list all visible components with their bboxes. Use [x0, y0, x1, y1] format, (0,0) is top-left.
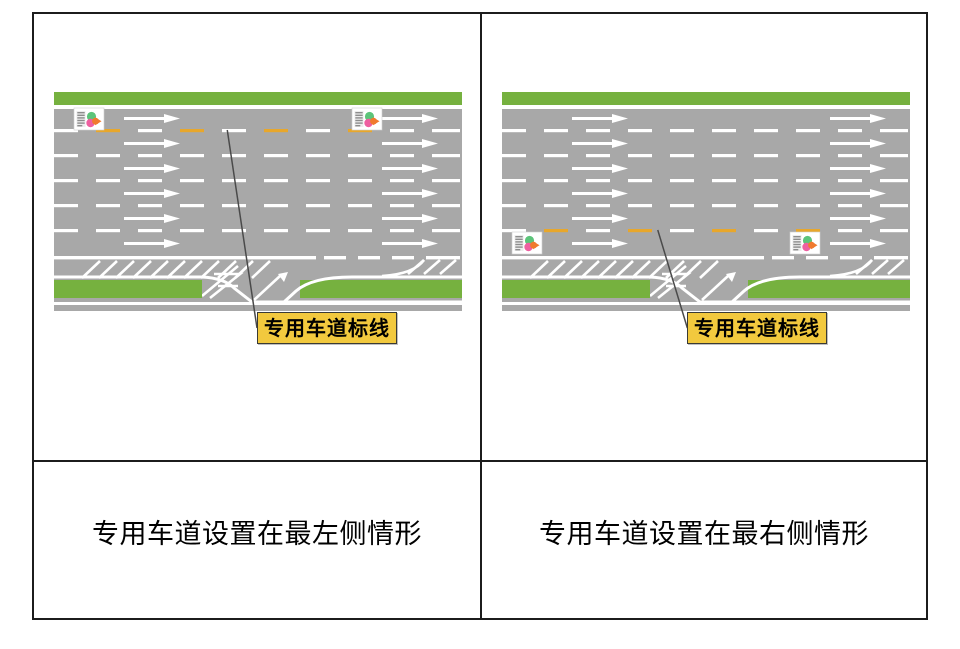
caption-row: 专用车道设置在最左侧情形 专用车道设置在最右侧情形 [34, 460, 926, 618]
caption-cell-right: 专用车道设置在最右侧情形 [480, 462, 926, 618]
caption-right: 专用车道设置在最右侧情形 [539, 519, 869, 550]
caption-cell-left: 专用车道设置在最左侧情形 [34, 462, 480, 618]
callout-label-right: 专用车道标线 [687, 312, 827, 344]
diagram-row: 专用车道标线 [34, 14, 926, 460]
panel-left: 专用车道标线 [34, 14, 480, 460]
road-schematic-left [54, 92, 464, 311]
figure-table: 专用车道标线 [32, 12, 928, 620]
callout-label-left: 专用车道标线 [257, 312, 397, 344]
dedicated-lane-sign-left-a [73, 107, 105, 131]
dedicated-lane-sign-right-b [789, 231, 821, 255]
dedicated-lane-line-left [54, 129, 460, 133]
panel-right: 专用车道标线 [480, 14, 926, 460]
hatched-island-right [529, 260, 719, 279]
road-schematic-right [502, 92, 912, 311]
caption-left: 专用车道设置在最左侧情形 [92, 519, 422, 550]
road-diagram-right [500, 88, 912, 314]
road-diagram-left [52, 88, 464, 314]
dedicated-lane-sign-left-b [351, 107, 383, 131]
dedicated-lane-sign-right-a [511, 231, 543, 255]
